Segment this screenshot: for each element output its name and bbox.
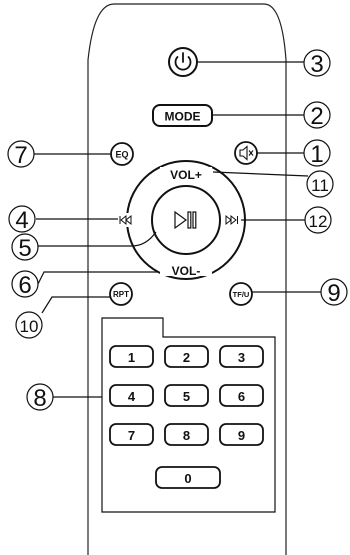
keypad-2-label: 2 — [183, 350, 190, 365]
callout-9-label: 9 — [327, 280, 340, 307]
keypad-0-key[interactable]: 0 — [155, 466, 221, 489]
eq-button[interactable]: EQ — [110, 142, 134, 166]
mute-button[interactable] — [234, 141, 258, 165]
keypad-4-label: 4 — [128, 389, 136, 404]
callout-8: 8 — [26, 383, 54, 412]
keypad-8-label: 8 — [183, 428, 190, 443]
callout-8-label: 8 — [33, 385, 46, 412]
keypad-1-key[interactable]: 1 — [109, 345, 154, 368]
tf-usb-button[interactable]: TF/U — [229, 282, 253, 306]
callout-4-label: 4 — [15, 207, 28, 234]
keypad-8-key[interactable]: 8 — [164, 423, 209, 446]
repeat-label: RPT — [113, 290, 129, 299]
callout-3-label: 3 — [310, 51, 323, 78]
callout-5: 5 — [11, 233, 39, 262]
vol-up-button[interactable]: VOL+ — [170, 168, 202, 182]
keypad-3-key[interactable]: 3 — [219, 345, 264, 368]
mode-label: MODE — [165, 110, 201, 124]
power-icon — [174, 52, 192, 71]
keypad-9-key[interactable]: 9 — [219, 423, 264, 446]
callout-7: 7 — [7, 140, 35, 169]
repeat-button[interactable]: RPT — [109, 282, 133, 306]
callout-7-label: 7 — [14, 142, 27, 169]
previous-track-icon — [119, 214, 132, 226]
remote-body — [87, 3, 287, 555]
leader-lines — [34, 61, 321, 398]
keypad-5-label: 5 — [183, 389, 190, 404]
mute-icon — [239, 145, 254, 161]
callout-3: 3 — [303, 49, 331, 78]
power-button[interactable] — [168, 47, 198, 77]
keypad-3-label: 3 — [238, 350, 245, 365]
tf-usb-label: TF/U — [233, 290, 250, 299]
play-pause-button[interactable] — [151, 185, 221, 255]
callout-12: 12 — [304, 206, 332, 234]
vol-down-button[interactable]: VOL- — [172, 264, 201, 278]
keypad-6-key[interactable]: 6 — [219, 384, 264, 407]
keypad-0-label: 0 — [184, 471, 191, 486]
callout-1: 1 — [303, 139, 331, 168]
keypad-5-key[interactable]: 5 — [164, 384, 209, 407]
callout-5-label: 5 — [18, 235, 31, 262]
previous-track-button[interactable] — [119, 214, 132, 226]
mode-button[interactable]: MODE — [152, 104, 213, 127]
callout-12-label: 12 — [309, 212, 328, 231]
callout-10: 10 — [15, 311, 43, 339]
callout-6-label: 6 — [18, 272, 31, 299]
eq-label: EQ — [115, 150, 128, 160]
callout-9: 9 — [320, 278, 348, 307]
callout-4: 4 — [8, 205, 36, 234]
callout-1-label: 1 — [310, 141, 323, 168]
next-track-button[interactable] — [225, 214, 238, 226]
keypad-4-key[interactable]: 4 — [109, 384, 154, 407]
callout-2: 2 — [303, 101, 331, 130]
keypad-7-label: 7 — [128, 428, 135, 443]
callout-11-label: 11 — [311, 176, 329, 195]
keypad-2-key[interactable]: 2 — [164, 345, 209, 368]
keypad-6-label: 6 — [238, 389, 245, 404]
callout-11: 11 — [306, 170, 334, 198]
keypad-7-key[interactable]: 7 — [109, 423, 154, 446]
next-track-icon — [225, 214, 238, 226]
keypad-9-label: 9 — [238, 428, 245, 443]
callout-6: 6 — [11, 270, 39, 299]
play-pause-icon — [174, 210, 197, 230]
keypad-1-label: 1 — [128, 350, 135, 365]
callout-2-label: 2 — [310, 103, 323, 130]
callout-10-label: 10 — [20, 317, 39, 336]
